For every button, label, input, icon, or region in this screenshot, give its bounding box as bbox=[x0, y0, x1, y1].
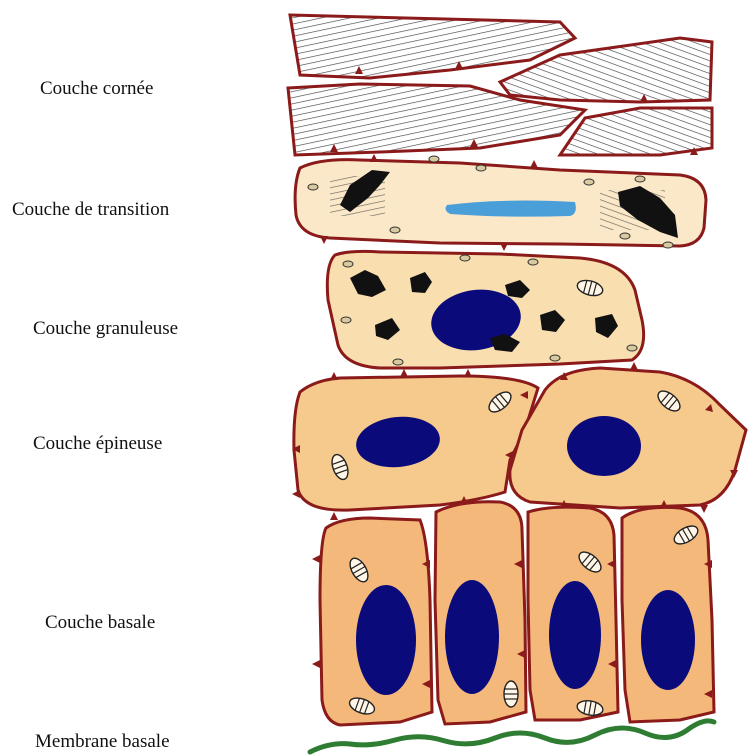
nucleus bbox=[445, 580, 499, 694]
cornified-layer bbox=[288, 15, 712, 155]
basal-layer bbox=[320, 502, 714, 725]
spinous-layer bbox=[294, 368, 746, 510]
nucleus bbox=[567, 416, 641, 476]
transition-layer bbox=[295, 156, 706, 248]
nucleus bbox=[356, 585, 416, 695]
corneocyte-4 bbox=[560, 108, 712, 155]
nucleus bbox=[641, 590, 695, 690]
granular-layer bbox=[327, 251, 643, 368]
nucleus bbox=[549, 581, 601, 689]
basement-membrane bbox=[310, 721, 714, 752]
